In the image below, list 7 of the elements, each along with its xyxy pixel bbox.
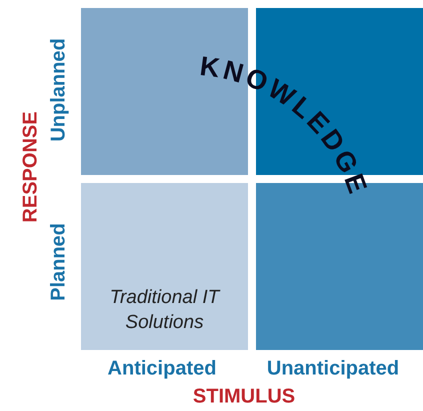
axis-label: Unanticipated [266,358,400,380]
axis-label: Anticipated [108,358,216,380]
axis-label: Unplanned [48,38,70,142]
axis-label: RESPONSE [20,111,42,223]
axis-label: STIMULUS [192,386,296,408]
quadrant-text: Traditional IT Solutions [108,286,222,335]
axis-label: Planned [48,223,70,301]
